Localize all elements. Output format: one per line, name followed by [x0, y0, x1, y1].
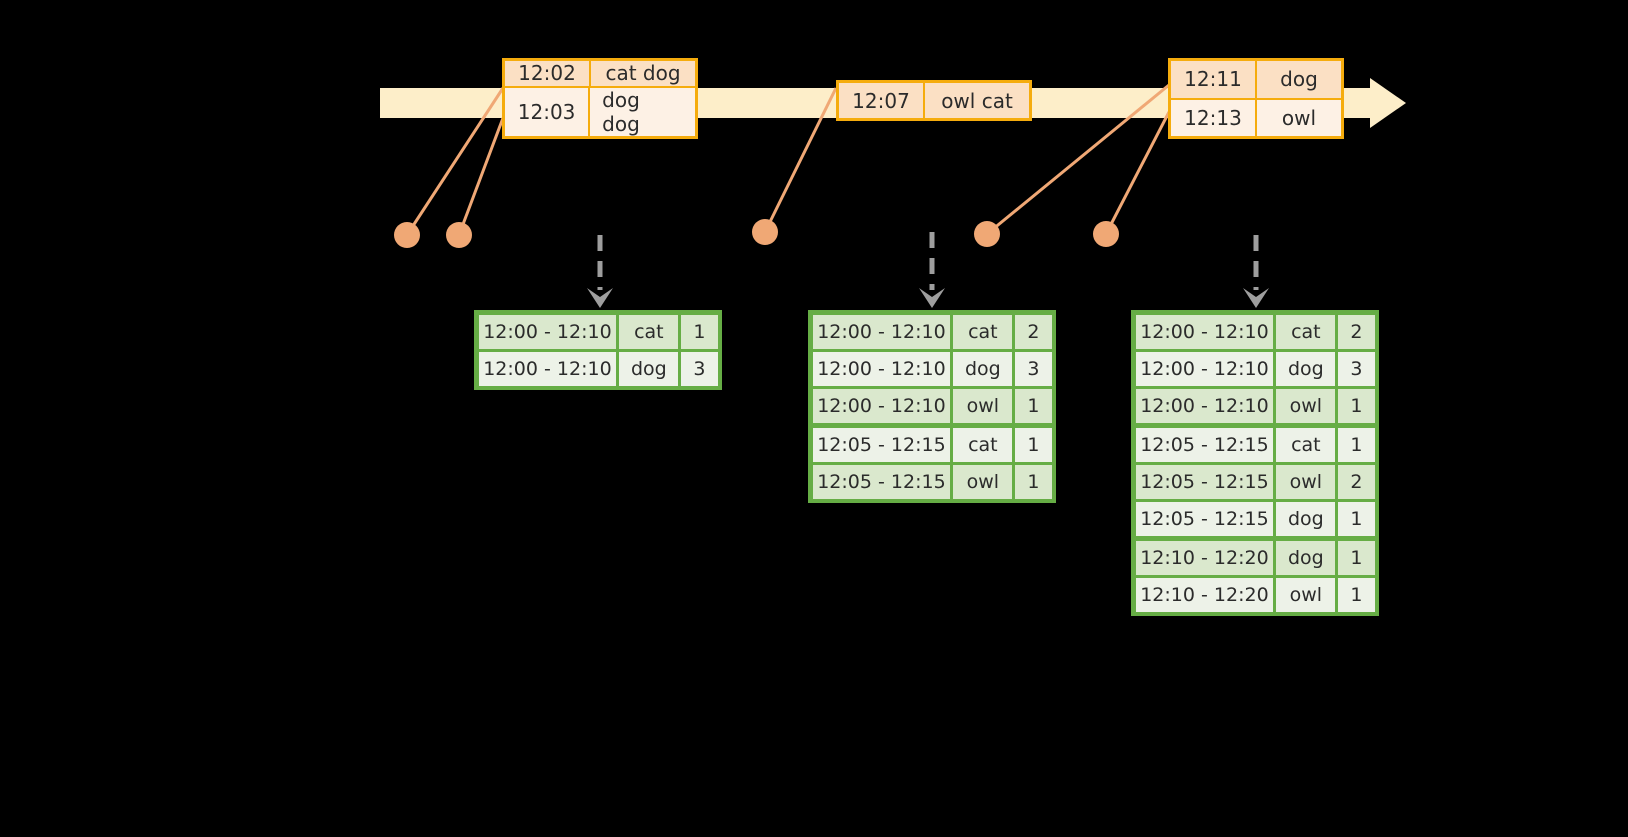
window-cell: 12:00 - 12:10	[812, 314, 951, 349]
event-dots	[394, 219, 1119, 248]
window-cell: 12:10 - 12:20	[1135, 540, 1274, 575]
count-cell: 1	[1338, 577, 1375, 612]
event-timestamp: 12:13	[1171, 99, 1257, 136]
event-group-1[interactable]: 12:02 cat dog 12:03 dog dog	[502, 58, 698, 139]
window-cell: 12:05 - 12:15	[812, 464, 951, 499]
dot-1202	[394, 222, 420, 248]
window-cell: 12:00 - 12:10	[812, 351, 951, 386]
event-row[interactable]: 12:07 owl cat	[839, 83, 1029, 118]
word-cell: cat	[953, 314, 1013, 349]
word-cell: cat	[1276, 427, 1336, 462]
word-cell: cat	[1276, 314, 1336, 349]
dot-1203	[446, 222, 472, 248]
event-row[interactable]: 12:11 dog	[1171, 61, 1341, 98]
event-words: owl cat	[941, 88, 1013, 113]
window-cell: 12:05 - 12:15	[1135, 464, 1274, 499]
word-cell: dog	[1276, 501, 1336, 536]
event-timestamp: 12:02	[505, 61, 591, 86]
window-cell: 12:05 - 12:15	[1135, 501, 1274, 536]
count-cell: 3	[1338, 351, 1375, 386]
count-cell: 2	[1015, 314, 1052, 349]
count-cell: 1	[681, 314, 718, 349]
arrowhead-down-icon	[1243, 288, 1269, 308]
word-cell: dog	[1276, 540, 1336, 575]
connector-line	[763, 87, 838, 233]
dot-1207	[752, 219, 778, 245]
count-cell: 2	[1338, 464, 1375, 499]
dot-1213	[1093, 221, 1119, 247]
count-cell: 1	[1015, 388, 1052, 423]
window-cell: 12:00 - 12:10	[1135, 314, 1274, 349]
count-cell: 3	[681, 351, 718, 386]
event-row[interactable]: 12:13 owl	[1171, 97, 1341, 136]
dot-1211	[974, 221, 1000, 247]
event-words: dog dog	[602, 87, 640, 136]
word-cell: owl	[1276, 464, 1336, 499]
count-cell: 2	[1338, 314, 1375, 349]
connector-line	[457, 117, 505, 236]
window-cell: 12:00 - 12:10	[1135, 351, 1274, 386]
count-cell: 1	[1338, 501, 1375, 536]
word-cell: owl	[1276, 388, 1336, 423]
word-cell: owl	[953, 388, 1013, 423]
count-cell: 1	[1338, 427, 1375, 462]
word-cell: dog	[1276, 351, 1336, 386]
word-cell: owl	[953, 464, 1013, 499]
word-cell: dog	[619, 351, 679, 386]
word-cell: dog	[953, 351, 1013, 386]
event-group-2[interactable]: 12:07 owl cat	[836, 80, 1032, 121]
window-cell: 12:00 - 12:10	[478, 351, 617, 386]
window-cell: 12:05 - 12:15	[812, 427, 951, 462]
connector-line	[405, 87, 505, 236]
event-row[interactable]: 12:02 cat dog	[505, 61, 695, 86]
count-cell: 1	[1338, 540, 1375, 575]
window-cell: 12:00 - 12:10	[1135, 388, 1274, 423]
word-cell: cat	[953, 427, 1013, 462]
arrowhead-down-icon	[587, 288, 613, 308]
event-timestamp: 12:03	[505, 87, 591, 136]
window-cell: 12:10 - 12:20	[1135, 577, 1274, 612]
event-timestamp: 12:11	[1171, 61, 1257, 98]
event-words: dog	[1280, 67, 1318, 92]
count-cell: 1	[1015, 464, 1052, 499]
timeline-arrowhead-icon	[1370, 78, 1406, 128]
event-row[interactable]: 12:03 dog dog	[505, 85, 695, 136]
word-cell: cat	[619, 314, 679, 349]
event-group-3[interactable]: 12:11 dog 12:13 owl	[1168, 58, 1344, 139]
window-cell: 12:00 - 12:10	[812, 388, 951, 423]
event-words: cat dog	[605, 61, 681, 86]
count-cell: 1	[1015, 427, 1052, 462]
connector-line	[1104, 111, 1171, 235]
event-words: owl	[1281, 105, 1317, 130]
word-cell: owl	[1276, 577, 1336, 612]
arrowhead-down-icon	[919, 288, 945, 308]
window-cell: 12:00 - 12:10	[478, 314, 617, 349]
dashed-arrows	[587, 232, 1269, 308]
event-timestamp: 12:07	[839, 83, 925, 118]
count-cell: 3	[1015, 351, 1052, 386]
window-cell: 12:05 - 12:15	[1135, 427, 1274, 462]
count-cell: 1	[1338, 388, 1375, 423]
